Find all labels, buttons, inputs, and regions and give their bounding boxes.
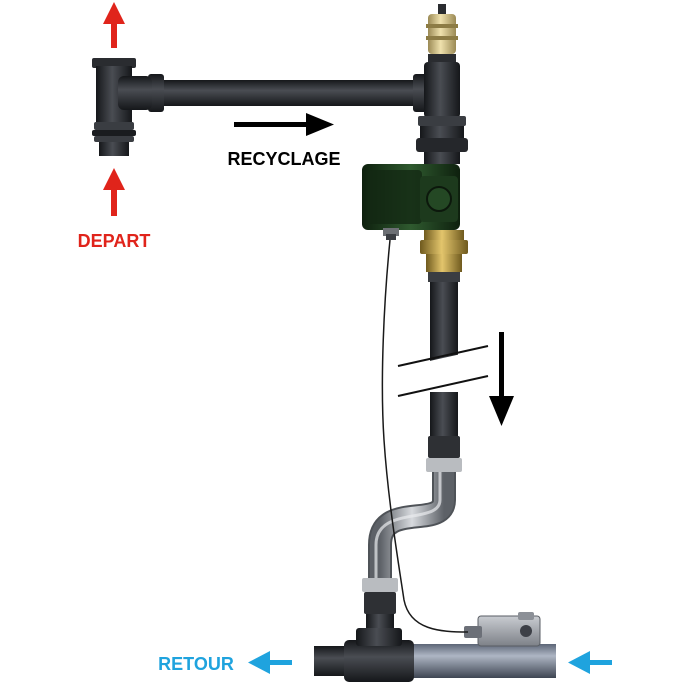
recyclage-pipe bbox=[148, 74, 429, 112]
arrow-left-icon bbox=[568, 651, 612, 674]
arrow-right-icon bbox=[234, 113, 334, 136]
flexible-hose bbox=[368, 472, 456, 582]
circulation-pump bbox=[362, 164, 460, 240]
depart-tee-fitting bbox=[92, 58, 152, 156]
sensor-cable bbox=[381, 239, 469, 633]
air-vent-valve bbox=[426, 4, 458, 62]
recyclage-label: RECYCLAGE bbox=[227, 149, 340, 169]
temperature-sensor-box bbox=[464, 612, 541, 647]
depart-label: DEPART bbox=[78, 231, 151, 251]
pipe-break-mark bbox=[397, 345, 489, 397]
arrow-up-icon bbox=[103, 168, 125, 216]
retour-label: RETOUR bbox=[158, 654, 234, 674]
right-tee-fitting bbox=[416, 62, 468, 164]
brass-union bbox=[420, 230, 468, 282]
return-pipe bbox=[314, 628, 556, 682]
arrow-down-icon bbox=[489, 332, 514, 426]
arrow-left-icon bbox=[248, 651, 292, 674]
arrow-up-icon bbox=[103, 2, 125, 48]
lower-hose-fitting bbox=[362, 578, 398, 630]
